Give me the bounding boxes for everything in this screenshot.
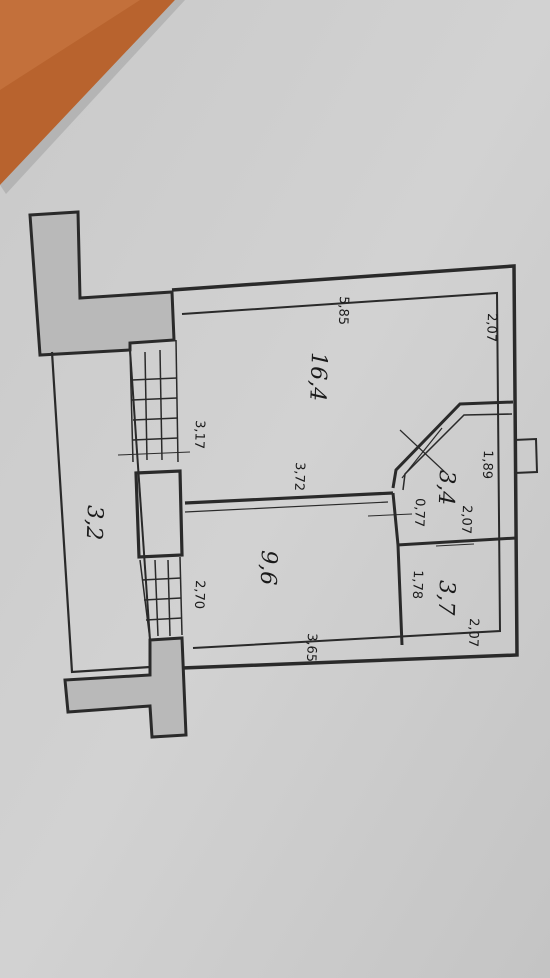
balcony-inner-edge	[129, 349, 151, 641]
floor-plan	[28, 210, 539, 739]
room-large-length: 5,85	[335, 296, 351, 325]
dimension-tick	[117, 451, 191, 456]
room-partition	[184, 491, 394, 505]
wall-notch	[513, 437, 539, 474]
corridor-width: 2,07	[483, 313, 499, 342]
outer-wall-inner	[181, 291, 502, 649]
room-large-width: 3,17	[191, 420, 207, 449]
balcony-area: 3,2	[81, 505, 107, 541]
toilet-width: 1,78	[409, 570, 425, 599]
bathroom-door: 0,77	[411, 498, 427, 527]
bathroom-divider	[396, 536, 517, 547]
wall-pier	[134, 469, 184, 559]
window-lower	[139, 556, 183, 641]
partition-length: 3,72	[291, 462, 307, 491]
bathroom-area: 3,4	[433, 470, 459, 506]
room-small-length: 3,65	[303, 633, 319, 662]
room-partition-thin	[184, 501, 389, 513]
bathroom-width: 1,89	[479, 450, 495, 479]
toilet-depth: 2,07	[465, 618, 481, 647]
opening-tick	[367, 513, 413, 517]
window-upper	[129, 339, 179, 463]
bathroom-wall	[391, 400, 514, 489]
door-swing-2	[401, 427, 443, 479]
room-small-area: 9,6	[255, 550, 281, 586]
toilet-area: 3,7	[433, 580, 459, 616]
door-swing	[399, 429, 449, 476]
room-large-area: 16,4	[304, 352, 331, 402]
balcony-outline	[50, 351, 151, 674]
room-small-width: 2,70	[191, 580, 207, 609]
wall-column-top	[28, 210, 176, 357]
opening-tick-2	[435, 543, 475, 547]
bathroom-depth: 2,07	[458, 505, 474, 534]
outer-wall	[171, 264, 519, 670]
wall-column-bottom	[63, 636, 188, 739]
paper-shadow	[0, 0, 185, 194]
table-highlight	[0, 0, 140, 90]
labels: 3,2 16,4 5,85 3,17 3,72 9,6 3,65 2,70 3,…	[81, 296, 499, 662]
bathroom-wall-inner	[402, 413, 513, 491]
